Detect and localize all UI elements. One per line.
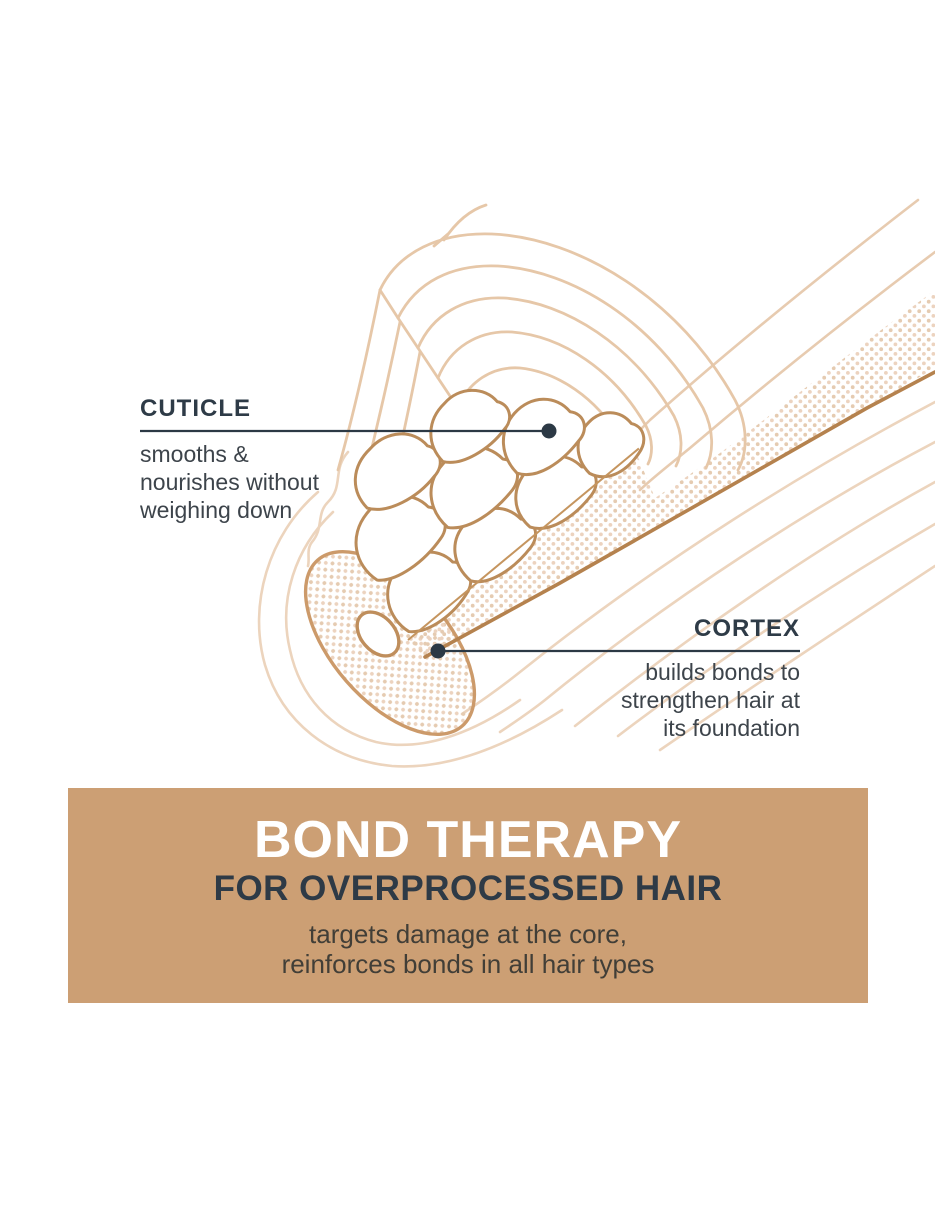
cut-end-outer-layers [257, 450, 564, 768]
cuticle-callout-dot [541, 423, 557, 439]
cuticle-label: CUTICLE [140, 395, 251, 422]
banner-tagline-line: targets damage at the core, [309, 918, 627, 949]
hair-shaft-underside-lines [460, 400, 935, 752]
cortex-edge-line [423, 370, 935, 659]
cortex-cells [353, 388, 646, 641]
callout-lines [140, 423, 800, 659]
bond-therapy-banner: BOND THERAPY FOR OVERPROCESSED HAIR targ… [68, 788, 868, 1003]
cuticle-description-line: weighing down [140, 497, 293, 523]
cortex-callout-dot [430, 643, 446, 659]
banner-tagline: targets damage at the core, reinforces b… [282, 919, 655, 979]
medulla [355, 610, 401, 658]
cortex-description-line: strengthen hair at [620, 687, 800, 713]
cortex-label: CORTEX [693, 615, 800, 642]
cortex-description-line: its foundation [663, 715, 800, 741]
banner-tagline-line: reinforces bonds in all hair types [281, 948, 655, 979]
banner-title: BOND THERAPY [253, 810, 683, 869]
cuticle-description-line: smooths & [140, 441, 249, 467]
cuticle-description: smooths & nourishes without weighing dow… [140, 440, 319, 524]
banner-subtitle: FOR OVERPROCESSED HAIR [213, 868, 723, 908]
dot-texture-band [408, 290, 935, 658]
cortex-description: builds bonds to strengthen hair at its f… [460, 658, 800, 742]
cortex-description-line: builds bonds to [645, 659, 800, 685]
cuticle-description-line: nourishes without [140, 469, 319, 495]
